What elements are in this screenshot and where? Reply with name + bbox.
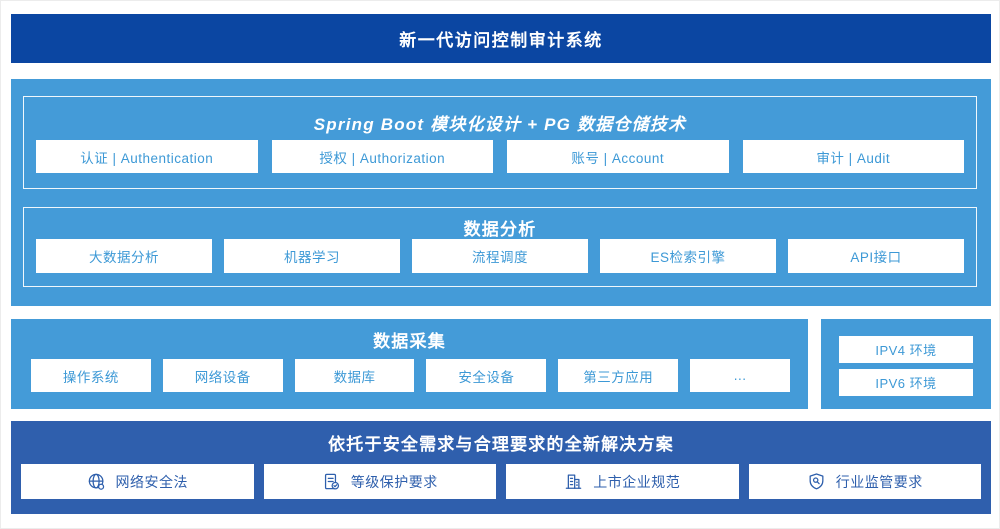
module-authentication: 认证 | Authentication	[36, 140, 258, 173]
solution-item-label: 行业监管要求	[835, 473, 923, 490]
env-ipv6: IPV6 环境	[839, 369, 973, 396]
analysis-bigdata: 大数据分析	[36, 239, 212, 273]
analysis-api: API接口	[788, 239, 964, 273]
module-authorization: 授权 | Authorization	[271, 140, 493, 173]
solution-title: 依托于安全需求与合理要求的全新解决方案	[328, 435, 674, 454]
platform-panel: Spring Boot 模块化设计 + PG 数据仓储技术 认证 | Authe…	[11, 79, 991, 306]
network-env-panel: IPV4 环境 IPV6 环境	[821, 319, 991, 409]
module-audit: 审计 | Audit	[742, 140, 964, 173]
solution-industry-regulation: 行业监管要求	[748, 464, 981, 499]
collection-row: 操作系统 网络设备 数据库 安全设备 第三方应用 ...	[31, 359, 790, 392]
collection-network-device: 网络设备	[162, 359, 283, 392]
env-ipv4: IPV4 环境	[839, 336, 973, 363]
module-account: 账号 | Account	[507, 140, 729, 173]
solution-cybersecurity-law: 网络安全法	[21, 464, 254, 499]
collection-title: 数据采集	[373, 332, 446, 351]
shield-search-icon	[807, 472, 826, 491]
collection-more: ...	[690, 359, 790, 392]
main-title: 新一代访问控制审计系统	[399, 31, 603, 50]
collection-os: 操作系统	[31, 359, 151, 392]
solution-classified-protection: 等级保护要求	[263, 464, 496, 499]
document-check-icon	[322, 472, 341, 491]
collection-database: 数据库	[294, 359, 415, 392]
analysis-workflow: 流程调度	[412, 239, 588, 273]
solution-panel: 依托于安全需求与合理要求的全新解决方案 网络安全法	[11, 421, 991, 514]
analysis-es: ES检索引擎	[600, 239, 776, 273]
collection-panel: 数据采集 操作系统 网络设备 数据库 安全设备 第三方应用 ...	[11, 319, 808, 409]
solution-item-label: 网络安全法	[115, 473, 188, 490]
main-title-banner: 新一代访问控制审计系统	[11, 14, 991, 63]
collection-security-device: 安全设备	[426, 359, 547, 392]
analysis-ml: 机器学习	[224, 239, 400, 273]
building-icon	[564, 472, 583, 491]
analysis-section: 数据分析 大数据分析 机器学习 流程调度 ES检索引擎 API接口	[23, 207, 977, 287]
solution-item-label: 上市企业规范	[593, 473, 681, 490]
modules-row: 认证 | Authentication 授权 | Authorization 账…	[36, 140, 964, 173]
globe-icon	[87, 472, 106, 491]
analysis-row: 大数据分析 机器学习 流程调度 ES检索引擎 API接口	[36, 239, 964, 273]
solution-row: 网络安全法 等级保护要求	[21, 464, 981, 499]
collection-thirdparty: 第三方应用	[558, 359, 679, 392]
analysis-section-title: 数据分析	[463, 220, 537, 239]
solution-item-label: 等级保护要求	[350, 473, 438, 490]
modules-section: Spring Boot 模块化设计 + PG 数据仓储技术 认证 | Authe…	[23, 96, 977, 189]
solution-listed-company: 上市企业规范	[506, 464, 739, 499]
modules-section-title: Spring Boot 模块化设计 + PG 数据仓储技术	[313, 115, 687, 134]
